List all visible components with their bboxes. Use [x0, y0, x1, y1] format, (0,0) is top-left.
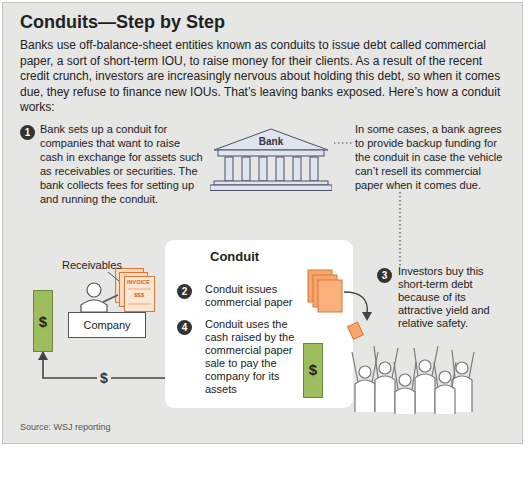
investor-figure: [352, 352, 378, 412]
node-label: Bank: [210, 136, 332, 147]
investor-head: [419, 360, 431, 372]
cash-bar: $: [303, 343, 323, 398]
investor-arm: [414, 348, 418, 376]
bank-column: [293, 157, 301, 181]
investor-head: [359, 366, 371, 378]
callout-number: 1: [20, 125, 35, 140]
node-text: Conduit uses the cash raised by the comm…: [205, 318, 301, 396]
investor-figure: [434, 362, 456, 414]
investor-arm: [434, 362, 438, 388]
investor-crowd: [352, 346, 474, 414]
invoice-rule: [128, 304, 151, 305]
investor-body: [395, 388, 415, 414]
investor-head: [439, 371, 451, 383]
investor-body: [375, 376, 395, 412]
node-label: Conduit: [210, 249, 259, 264]
investor-head: [456, 362, 468, 374]
company-desk: Company: [68, 312, 146, 338]
investor-arm: [372, 352, 378, 382]
leader-line: [334, 142, 352, 143]
investor-head: [399, 374, 411, 386]
bank-column: [276, 157, 284, 181]
bank-column: [242, 157, 250, 181]
node-label: $: [304, 361, 322, 378]
investor-arm: [452, 362, 456, 388]
person-head: [87, 283, 101, 297]
investor-body: [415, 374, 435, 412]
callout-number: 2: [177, 284, 192, 299]
investor-arm: [394, 362, 398, 390]
step-text: Bank sets up a conduit for companies tha…: [40, 122, 206, 206]
investor-body: [435, 385, 455, 414]
investor-arm: [432, 346, 438, 376]
arrow-head: [362, 312, 372, 321]
step-text: Investors buy this short-term debt becau…: [398, 265, 506, 330]
cash-bar: $: [33, 290, 53, 352]
invoice-node: INVOICE $$$: [115, 268, 155, 312]
invoice-sheet: [125, 277, 155, 312]
note-text: In some cases, a bank agrees to provide …: [355, 122, 505, 192]
part-label: Receivables: [62, 259, 122, 271]
investor-figure: [374, 346, 398, 412]
node-text: Conduit issues commercial paper: [205, 283, 301, 309]
investor-arm: [452, 350, 455, 378]
investor-arm: [412, 362, 416, 390]
person-figure: [81, 283, 118, 312]
investor-body: [355, 380, 375, 412]
investor-figure: [452, 350, 474, 412]
bank-step: [214, 181, 328, 185]
intro-text: Banks use off-balance-sheet entities kno…: [20, 38, 502, 116]
callout-number: 3: [377, 268, 392, 283]
node-text: $$$: [134, 292, 144, 298]
node-label: $: [34, 313, 52, 330]
bank-step: [210, 185, 332, 191]
invoice-rule: [128, 289, 151, 290]
bank-column: [259, 157, 267, 181]
edge-label: $: [97, 370, 111, 386]
bank-entablature: [218, 150, 324, 156]
invoice-stack: [115, 268, 155, 312]
callout-number: 4: [177, 320, 192, 335]
title: Conduits—Step by Step: [20, 12, 225, 33]
node-label: INVOICE: [127, 279, 150, 285]
investor-arm: [392, 348, 398, 378]
investor-arm: [374, 346, 378, 378]
person-body: [81, 300, 107, 312]
bank-column: [310, 157, 318, 181]
conduit-box: ConduitConduit issues commercial paperCo…: [165, 240, 353, 408]
leader-line: [399, 192, 400, 266]
investor-figure: [414, 346, 438, 412]
investor-figure: [394, 362, 416, 414]
bank-column: [225, 157, 233, 181]
investor-arm: [469, 352, 474, 378]
investor-head: [379, 362, 391, 374]
investor-body: [452, 376, 472, 412]
bank-node: Bank: [210, 127, 332, 191]
source-note: Source: WSJ reporting: [20, 422, 111, 432]
node-label: Company: [69, 319, 145, 331]
